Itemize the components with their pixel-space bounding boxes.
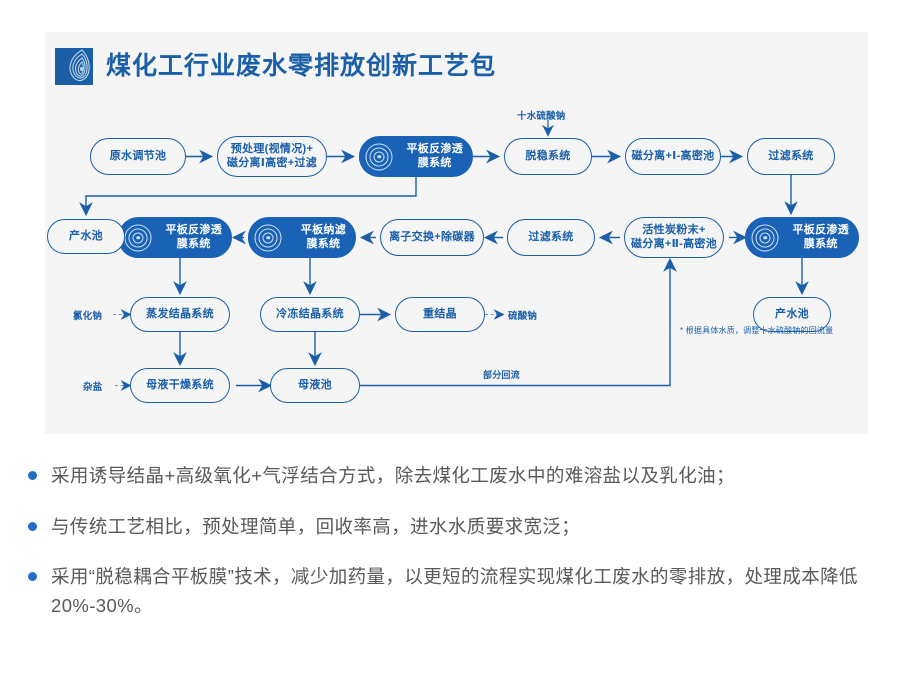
flow-node[interactable]: 平板反渗透 膜系统	[359, 136, 473, 177]
flow-node[interactable]: 平板纳滤 膜系统	[248, 217, 356, 258]
flow-label-return-flow: 部分回流	[483, 370, 520, 380]
flow-node-label: 产水池	[775, 307, 809, 320]
flow-node[interactable]: 平板反渗透 膜系统	[118, 217, 232, 258]
flow-node[interactable]: 磁分离+Ⅰ-高密池	[625, 138, 721, 175]
flow-node[interactable]: 产水池	[753, 297, 831, 332]
flow-node-label: 平板反渗透 膜系统	[792, 223, 849, 250]
flow-node[interactable]: 过滤系统	[507, 219, 595, 256]
flow-node[interactable]: 冷冻结晶系统	[260, 297, 360, 332]
bullet-dot-icon	[28, 471, 37, 480]
bullet-text: 采用“脱稳耦合平板膜”技术，减少加药量，以更短的流程实现煤化工废水的零排放，处理…	[51, 566, 858, 617]
flow-node-label: 平板纳滤 膜系统	[300, 223, 346, 250]
membrane-icon	[745, 217, 785, 258]
flow-label-product: 硫酸钠	[508, 311, 538, 322]
page-title: 煤化工行业废水零排放创新工艺包	[106, 52, 497, 80]
membrane-icon	[359, 136, 399, 177]
flow-node-label: 产水池	[69, 229, 103, 242]
flow-node[interactable]: 预处理(视情况)+ 磁分离Ⅰ高密+过滤	[217, 136, 327, 177]
flow-node-label: 平板反渗透 膜系统	[406, 142, 463, 169]
flow-footnote: * 根据具体水质，调整十水硫酸钠的回流量	[680, 326, 834, 335]
flow-node[interactable]: 产水池	[47, 219, 125, 254]
flow-node[interactable]: 离子交换+除碳器	[380, 219, 484, 256]
card-header: 煤化工行业废水零排放创新工艺包	[55, 48, 496, 85]
flow-node-label: 蒸发结晶系统	[146, 307, 214, 320]
flow-node-label: 离子交换+除碳器	[389, 230, 475, 243]
flow-node-label: 活性炭粉末+ 磁分离+Ⅱ-高密池	[630, 223, 718, 250]
flow-node-label: 平板反渗透 膜系统	[165, 223, 222, 250]
flow-node[interactable]: 平板反渗透 膜系统	[745, 217, 859, 258]
list-item: 采用“脱稳耦合平板膜”技术，减少加药量，以更短的流程实现煤化工废水的零排放，处理…	[28, 563, 873, 620]
flow-node-label: 原水调节池	[109, 149, 167, 162]
content-card: 煤化工行业废水零排放创新工艺包	[45, 32, 868, 434]
flow-label-product: 氯化钠	[73, 311, 103, 322]
flow-node-label: 母液池	[298, 378, 332, 391]
flow-node-label: 磁分离+Ⅰ-高密池	[631, 149, 715, 162]
flow-node[interactable]: 蒸发结晶系统	[130, 297, 230, 332]
flow-node[interactable]: 活性炭粉末+ 磁分离+Ⅱ-高密池	[624, 217, 724, 258]
bullet-text: 采用诱导结晶+高级氧化+气浮结合方式，除去煤化工废水中的难溶盐以及乳化油；	[51, 465, 735, 486]
flow-node[interactable]: 母液干燥系统	[130, 368, 230, 403]
flow-label-product: 杂盐	[83, 382, 103, 393]
process-flowchart: 原水调节池 预处理(视情况)+ 磁分离Ⅰ高密+过滤 平板反渗透 膜系统 脱稳系统…	[45, 32, 868, 434]
water-ripple-logo-icon	[55, 48, 93, 85]
flow-node-label: 脱稳系统	[525, 149, 571, 162]
flow-node-label: 过滤系统	[768, 149, 814, 162]
bullet-dot-icon	[28, 572, 37, 582]
bullet-dot-icon	[28, 521, 37, 531]
flow-node-label: 预处理(视情况)+ 磁分离Ⅰ高密+过滤	[226, 142, 318, 169]
flow-node-label: 过滤系统	[528, 230, 574, 243]
flow-connectors	[79, 120, 809, 393]
flow-label-chemical-input: 十水硫酸钠	[517, 111, 566, 122]
bullet-text: 与传统工艺相比，预处理简单，回收率高，进水水质要求宽泛；	[51, 515, 581, 537]
flow-node[interactable]: 过滤系统	[747, 138, 835, 175]
list-item: 采用诱导结晶+高级氧化+气浮结合方式，除去煤化工废水中的难溶盐以及乳化油；	[28, 462, 878, 491]
list-item: 与传统工艺相比，预处理简单，回收率高，进水水质要求宽泛；	[28, 513, 878, 542]
feature-bullet-list: 采用诱导结晶+高级氧化+气浮结合方式，除去煤化工废水中的难溶盐以及乳化油； 与传…	[28, 462, 878, 643]
flow-node[interactable]: 重结晶	[395, 297, 485, 332]
flow-node[interactable]: 母液池	[270, 368, 360, 403]
flow-node[interactable]: 脱稳系统	[504, 138, 592, 175]
flow-node-label: 重结晶	[423, 307, 457, 320]
flow-node-label: 冷冻结晶系统	[276, 307, 344, 320]
membrane-icon	[248, 217, 288, 258]
flow-node[interactable]: 原水调节池	[90, 138, 186, 175]
membrane-icon	[118, 217, 158, 258]
flow-node-label: 母液干燥系统	[146, 378, 214, 391]
